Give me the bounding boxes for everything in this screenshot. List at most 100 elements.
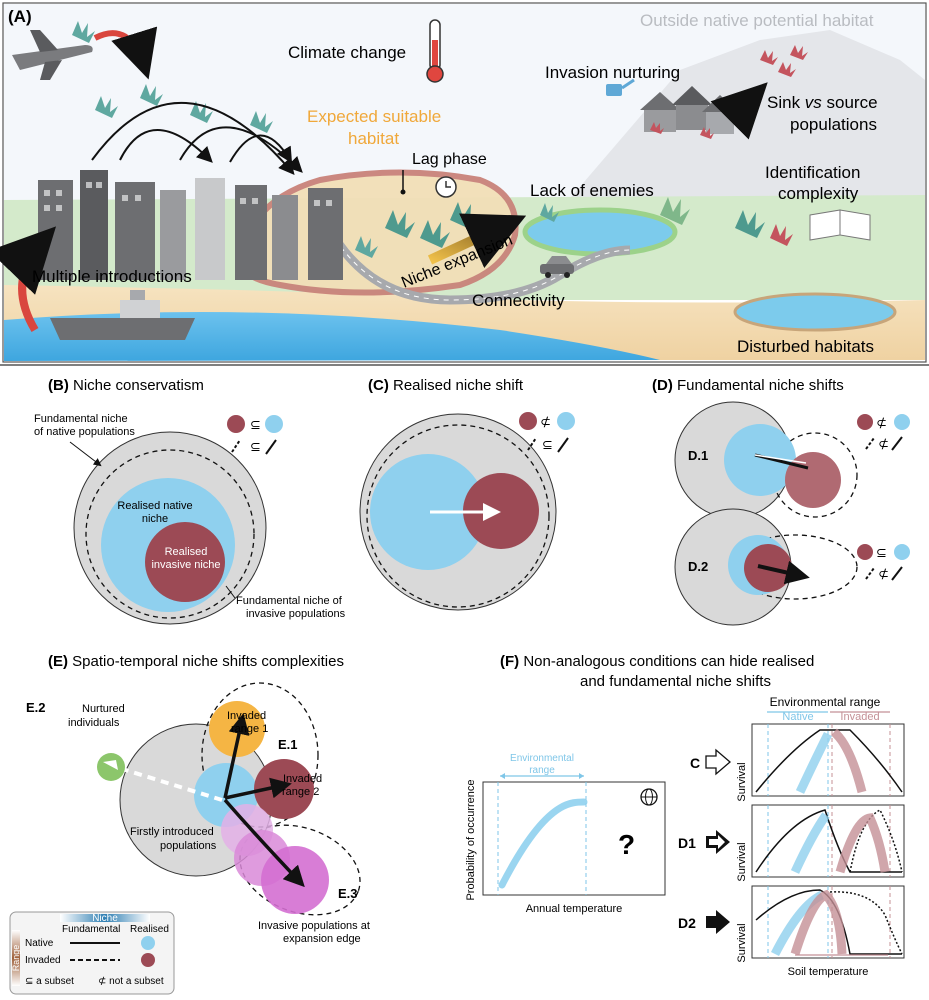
panel-b: (B) Niche conservatism Realised native n…: [34, 377, 346, 625]
lack-of-enemies-label: Lack of enemies: [530, 181, 654, 200]
realised-invasive-label: Realised: [165, 546, 208, 558]
lag-phase-label: Lag phase: [412, 151, 487, 168]
row-c-label: C: [690, 755, 700, 771]
d2-symbol-bottom: ⊄: [878, 566, 889, 581]
key-symbol-top: ⊄: [540, 414, 551, 429]
y-axis-left: Probability of occurrence: [465, 779, 477, 900]
row-d2-arrow: [706, 910, 730, 934]
legend-subset: ⊆ a subset: [25, 976, 74, 987]
fund-invasive-label-line2: invasive populations: [246, 608, 346, 620]
realised-invasive-label-line2: invasive niche: [151, 559, 220, 571]
niche-expansion-arrow: [427, 213, 527, 269]
nurtured-label-line2: individuals: [68, 717, 120, 729]
d2-symbol-top: ⊆: [876, 545, 887, 560]
question-mark: ?: [618, 829, 635, 860]
env-range-right: Environmental range: [770, 695, 881, 709]
nurtured-label: Nurtured: [82, 703, 125, 715]
expansion-edge-label-line2: expansion edge: [283, 933, 361, 945]
row-d1-label: D1: [678, 835, 696, 851]
panel-d-title: (D) Fundamental niche shifts: [652, 377, 844, 394]
e3-label: E.3: [338, 886, 358, 901]
panel-a-letter: (A): [8, 7, 32, 26]
globe-icon: [640, 788, 658, 806]
realised-invasive-niche: [145, 522, 225, 602]
book-icon: [809, 209, 871, 241]
climate-change-label: Climate change: [288, 43, 406, 62]
d2-label: D.2: [688, 559, 708, 574]
realised-invasive-niche: [463, 473, 539, 549]
nurtured-individuals-dot: [97, 753, 125, 781]
panel-a: (A) Outside native potential habitat Cli…: [0, 2, 927, 363]
env-range-left-line2: range: [529, 765, 555, 776]
expected-habitat-label: Expected suitable: [307, 107, 441, 126]
panel-c: (C) Realised niche shift ⊄ ⊆: [359, 377, 575, 611]
fund-native-label-line2: of native populations: [34, 426, 135, 438]
realised-native-label: Realised native: [117, 500, 192, 512]
plant-icon: [72, 21, 808, 258]
key-invasive-dot: [227, 415, 245, 433]
fund-invasive-label: Fundamental niche of: [236, 595, 343, 607]
firstly-introduced-label-line2: populations: [160, 840, 217, 852]
outside-native-label: Outside native potential habitat: [640, 11, 874, 30]
key-symbol-top: ⊆: [250, 417, 261, 432]
survival-c: Survival: [736, 762, 748, 801]
watering-can-icon: [103, 760, 118, 770]
sink-source-label: Sink vs source: [767, 93, 878, 112]
multiple-introductions-label: Multiple introductions: [32, 267, 192, 286]
car-icon: [540, 256, 574, 278]
env-range-left: Environmental: [510, 753, 574, 764]
connectivity-label: Connectivity: [472, 291, 565, 310]
expansion-edge: [261, 846, 329, 914]
legend-range: Range: [11, 945, 21, 972]
realised-native-niche: [370, 454, 486, 570]
d1-symbol-bottom: ⊄: [878, 436, 889, 451]
thermometer-icon: [426, 19, 444, 83]
invaded-range-2-label: Invaded: [283, 773, 322, 785]
fund-native-label: Fundamental niche: [34, 413, 128, 425]
sink-source-label-line2: populations: [790, 115, 877, 134]
ship-arrow: [0, 226, 57, 333]
legend-realised: Realised: [130, 924, 169, 935]
panel-c-title: (C) Realised niche shift: [368, 377, 524, 394]
e1-label: E.1: [278, 737, 298, 752]
key-symbol-bottom: ⊆: [250, 439, 261, 454]
invasion-nurturing-label: Invasion nurturing: [545, 63, 680, 82]
panel-d: (D) Fundamental niche shifts D.1 ⊄ ⊄ D.2…: [652, 377, 910, 626]
legend-fundamental: Fundamental: [62, 924, 120, 935]
identification-label-line2: complexity: [778, 184, 859, 203]
survival-d2: Survival: [736, 923, 748, 962]
x-axis-right: Soil temperature: [788, 966, 869, 978]
legend: Niche Range Fundamental Realised Native …: [9, 911, 175, 995]
expected-habitat-label-line2: habitat: [348, 129, 399, 148]
realised-native-label-line2: niche: [142, 513, 168, 525]
x-axis-left: Annual temperature: [526, 903, 623, 915]
legend-invaded: Invaded: [25, 955, 61, 966]
panel-f-title-line2: and fundamental niche shifts: [580, 673, 771, 690]
invaded-label: Invaded: [840, 711, 879, 723]
e2-label: E.2: [26, 700, 46, 715]
invaded-range-1-label: Invaded: [227, 710, 266, 722]
firstly-introduced-label: Firstly introduced: [130, 826, 214, 838]
invaded-range-1-label-line2: range 1: [231, 723, 268, 735]
ship-icon: [50, 290, 195, 340]
panel-b-title: (B) Niche conservatism: [48, 377, 204, 394]
d1-label: D.1: [688, 448, 708, 463]
panel-e: (E) Spatio-temporal niche shifts complex…: [26, 653, 370, 945]
panel-f-title: (F) Non-analogous conditions can hide re…: [500, 653, 814, 670]
panel-e-title: (E) Spatio-temporal niche shifts complex…: [48, 653, 344, 670]
disturbed-habitats-label: Disturbed habitats: [737, 337, 874, 356]
expansion-edge-label: Invasive populations at: [258, 920, 370, 932]
occurrence-curve: [498, 798, 588, 889]
legend-native: Native: [25, 938, 54, 949]
row-d2-label: D2: [678, 915, 696, 931]
airplane-icon: [12, 30, 93, 80]
left-plot-frame: [482, 781, 666, 896]
disturbed-pond: [733, 292, 897, 332]
legend-niche: Niche: [92, 913, 118, 924]
plane-arrow: [93, 26, 158, 80]
realised-native-niche: [724, 424, 796, 496]
legend-not-subset: ⊄ not a subset: [98, 976, 164, 987]
native-label: Native: [782, 711, 813, 723]
clock-icon: [435, 176, 457, 198]
